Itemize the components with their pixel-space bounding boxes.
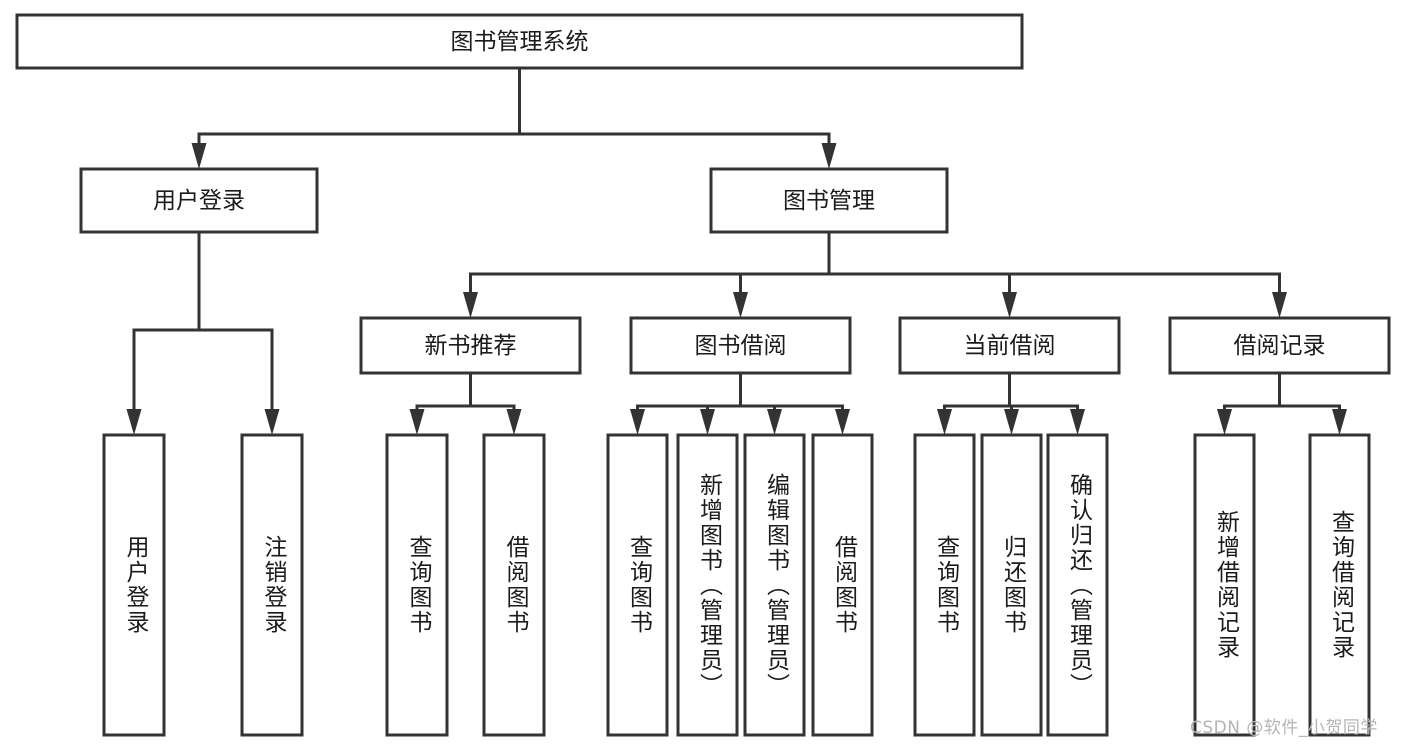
node-box[interactable]: [606, 433, 669, 737]
node-box[interactable]: [359, 316, 582, 375]
edges-layer: [126, 66, 1347, 435]
arrow-head-icon: [1070, 409, 1085, 435]
arrow-head-icon: [191, 143, 207, 169]
arrow-head-icon: [937, 409, 952, 435]
node-label: 借阅记录: [1234, 333, 1326, 359]
arrow-head-icon: [1272, 292, 1287, 318]
node-leaf_edit_book[interactable]: [743, 433, 806, 737]
node-box[interactable]: [1168, 316, 1391, 375]
node-leaf_query_book_3[interactable]: [913, 433, 976, 737]
node-box[interactable]: [629, 316, 852, 375]
node-box[interactable]: [676, 433, 739, 737]
node-book_borrow[interactable]: 图书借阅: [629, 316, 852, 375]
node-leaf_return_book[interactable]: [980, 433, 1043, 737]
node-box[interactable]: [15, 13, 1024, 70]
node-current_borrow[interactable]: 当前借阅: [898, 316, 1121, 375]
node-leaf_user_login[interactable]: [102, 433, 166, 737]
node-root[interactable]: 图书管理系统: [15, 13, 1024, 70]
node-book_manage[interactable]: 图书管理: [709, 167, 949, 234]
node-label: 图书管理系统: [451, 29, 589, 55]
node-label: 图书管理: [783, 188, 875, 214]
node-box[interactable]: [240, 433, 304, 737]
node-leaf_query_book_1[interactable]: [385, 433, 449, 737]
arrow-head-icon: [463, 292, 478, 318]
node-leaf_logout[interactable]: [240, 433, 304, 737]
node-leaf_borrow_book_2[interactable]: [811, 433, 874, 737]
arrow-head-icon: [1332, 409, 1347, 435]
node-leaf_query_book_2[interactable]: [606, 433, 669, 737]
arrow-head-icon: [733, 292, 748, 318]
arrow-head-icon: [506, 409, 522, 435]
node-box[interactable]: [743, 433, 806, 737]
arrow-head-icon: [630, 409, 645, 435]
arrow-head-icon: [767, 409, 782, 435]
watermark-text: CSDN @软件_小贺同学: [1190, 718, 1378, 738]
node-borrow_record[interactable]: 借阅记录: [1168, 316, 1391, 375]
node-box[interactable]: [1046, 433, 1109, 737]
node-leaf_add_book[interactable]: [676, 433, 739, 737]
node-box[interactable]: [709, 167, 949, 234]
arrow-head-icon: [1002, 292, 1017, 318]
node-box[interactable]: [811, 433, 874, 737]
node-leaf_confirm_return[interactable]: [1046, 433, 1109, 737]
node-box[interactable]: [79, 167, 319, 234]
arrow-head-icon: [700, 409, 715, 435]
node-box[interactable]: [1193, 433, 1256, 737]
node-leaf_add_record[interactable]: [1193, 433, 1256, 737]
arrow-head-icon: [126, 409, 142, 435]
arrow-head-icon: [409, 409, 425, 435]
node-box[interactable]: [980, 433, 1043, 737]
node-box[interactable]: [482, 433, 546, 737]
node-label: 当前借阅: [964, 333, 1056, 359]
node-box[interactable]: [913, 433, 976, 737]
node-box[interactable]: [898, 316, 1121, 375]
node-box[interactable]: [1308, 433, 1371, 737]
node-box[interactable]: [385, 433, 449, 737]
node-leaf_borrow_book_1[interactable]: [482, 433, 546, 737]
node-label: 图书借阅: [695, 333, 787, 359]
arrow-head-icon: [1217, 409, 1232, 435]
arrow-head-icon: [835, 409, 850, 435]
node-user_login[interactable]: 用户登录: [79, 167, 319, 234]
node-label: 用户登录: [153, 188, 245, 214]
arrow-head-icon: [264, 409, 280, 435]
arrow-head-icon: [1004, 409, 1019, 435]
node-new_book_rec[interactable]: 新书推荐: [359, 316, 582, 375]
node-leaf_query_record[interactable]: [1308, 433, 1371, 737]
arrow-head-icon: [821, 143, 837, 169]
node-label: 新书推荐: [425, 333, 517, 359]
node-box[interactable]: [102, 433, 166, 737]
